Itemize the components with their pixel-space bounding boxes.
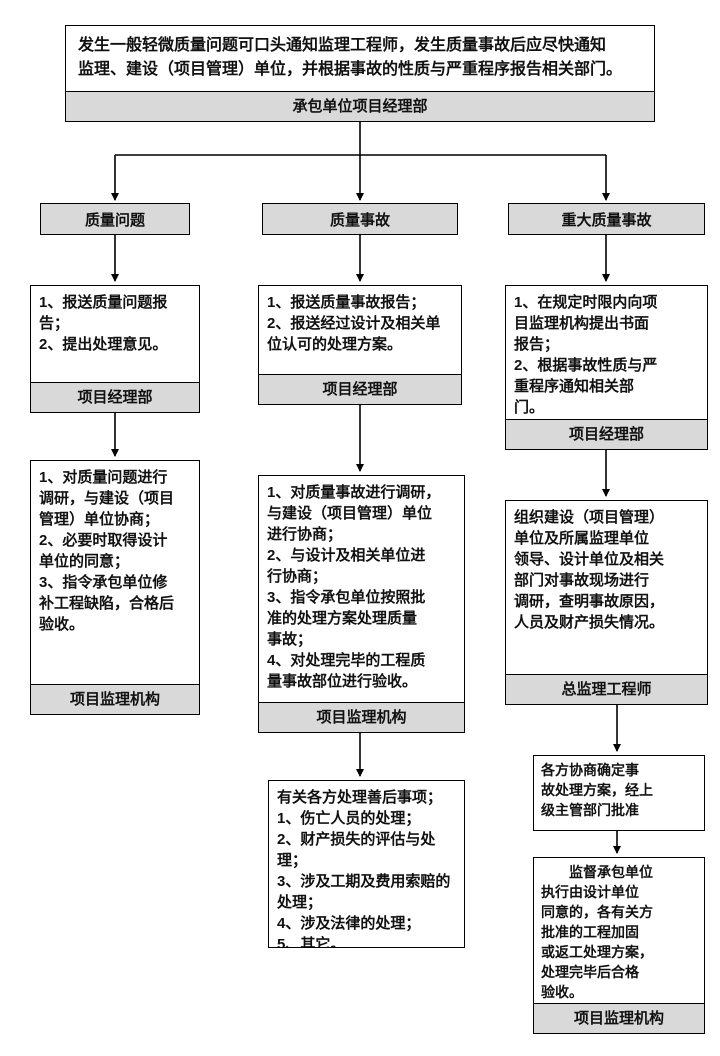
branch3-box4-footer: 项目监理机构 <box>534 1003 704 1033</box>
top-notice-box: 发生一般轻微质量问题可口头通知监理工程师，发生质量事故后应尽快通知 监理、建设（… <box>65 25 655 122</box>
branch1-header: 质量问题 <box>40 203 190 235</box>
branch3-box1-text: 1、在规定时限内向项 目监理机构提出书面 报告； 2、根据事故性质与严 重程序通… <box>514 294 658 416</box>
branch2-box3: 有关各方处理善后事项； 1、伤亡人员的处理； 2、财产损失的评估与处 理； 3、… <box>268 780 465 948</box>
branch3-header: 重大质量事故 <box>508 203 705 235</box>
branch1-box2-text: 1、对质量问题进行 调研，与建设（项目 管理）单位协商； 2、必要时取得设计 单… <box>39 469 175 633</box>
branch2-header: 质量事故 <box>262 203 458 235</box>
branch2-box1: 1、报送质量事故报告； 2、报送经过设计及相关单 位认可的处理方案。 项目经理部 <box>258 285 462 405</box>
top-notice-footer: 承包单位项目经理部 <box>66 91 654 121</box>
branch3-box4-text: 监督承包单位 执行由设计单位 同意的，各有关方 批准的工程加固 或返工处理方案，… <box>541 864 653 1000</box>
branch3-box3: 各方协商确定事 故处理方案，经上 级主管部门批准 <box>533 755 705 831</box>
branch3-box3-text: 各方协商确定事 故处理方案，经上 级主管部门批准 <box>541 762 653 818</box>
branch1-box2: 1、对质量问题进行 调研，与建设（项目 管理）单位协商； 2、必要时取得设计 单… <box>30 460 200 715</box>
top-notice-text: 发生一般轻微质量问题可口头通知监理工程师，发生质量事故后应尽快通知 监理、建设（… <box>78 37 623 78</box>
branch3-box2-text: 组织建设（项目管理） 单位及所属监理单位 领导、设计单位及相关 部门对事故现场进… <box>514 509 665 631</box>
branch2-box2: 1、对质量事故进行调研， 与建设（项目管理）单位 进行协商； 2、与设计及相关单… <box>258 475 465 733</box>
branch1-box2-footer: 项目监理机构 <box>31 684 199 714</box>
branch2-box2-footer: 项目监理机构 <box>259 702 464 732</box>
branch1-box1-text: 1、报送质量问题报 告； 2、提出处理意见。 <box>39 294 168 353</box>
branch1-box1-footer: 项目经理部 <box>31 382 199 412</box>
branch2-box1-text: 1、报送质量事故报告； 2、报送经过设计及相关单 位认可的处理方案。 <box>267 294 441 353</box>
branch2-box3-text: 有关各方处理善后事项； 1、伤亡人员的处理； 2、财产损失的评估与处 理； 3、… <box>277 789 451 947</box>
branch3-box1-footer: 项目经理部 <box>506 419 707 449</box>
branch3-box4: 监督承包单位 执行由设计单位 同意的，各有关方 批准的工程加固 或返工处理方案，… <box>533 857 705 1034</box>
branch2-box1-footer: 项目经理部 <box>259 374 461 404</box>
branch3-box2-footer: 总监理工程师 <box>506 674 707 704</box>
branch1-box1: 1、报送质量问题报 告； 2、提出处理意见。 项目经理部 <box>30 285 200 413</box>
branch2-box2-text: 1、对质量事故进行调研， 与建设（项目管理）单位 进行协商； 2、与设计及相关单… <box>267 484 441 690</box>
branch3-box1: 1、在规定时限内向项 目监理机构提出书面 报告； 2、根据事故性质与严 重程序通… <box>505 285 708 450</box>
branch3-box2: 组织建设（项目管理） 单位及所属监理单位 领导、设计单位及相关 部门对事故现场进… <box>505 500 708 705</box>
